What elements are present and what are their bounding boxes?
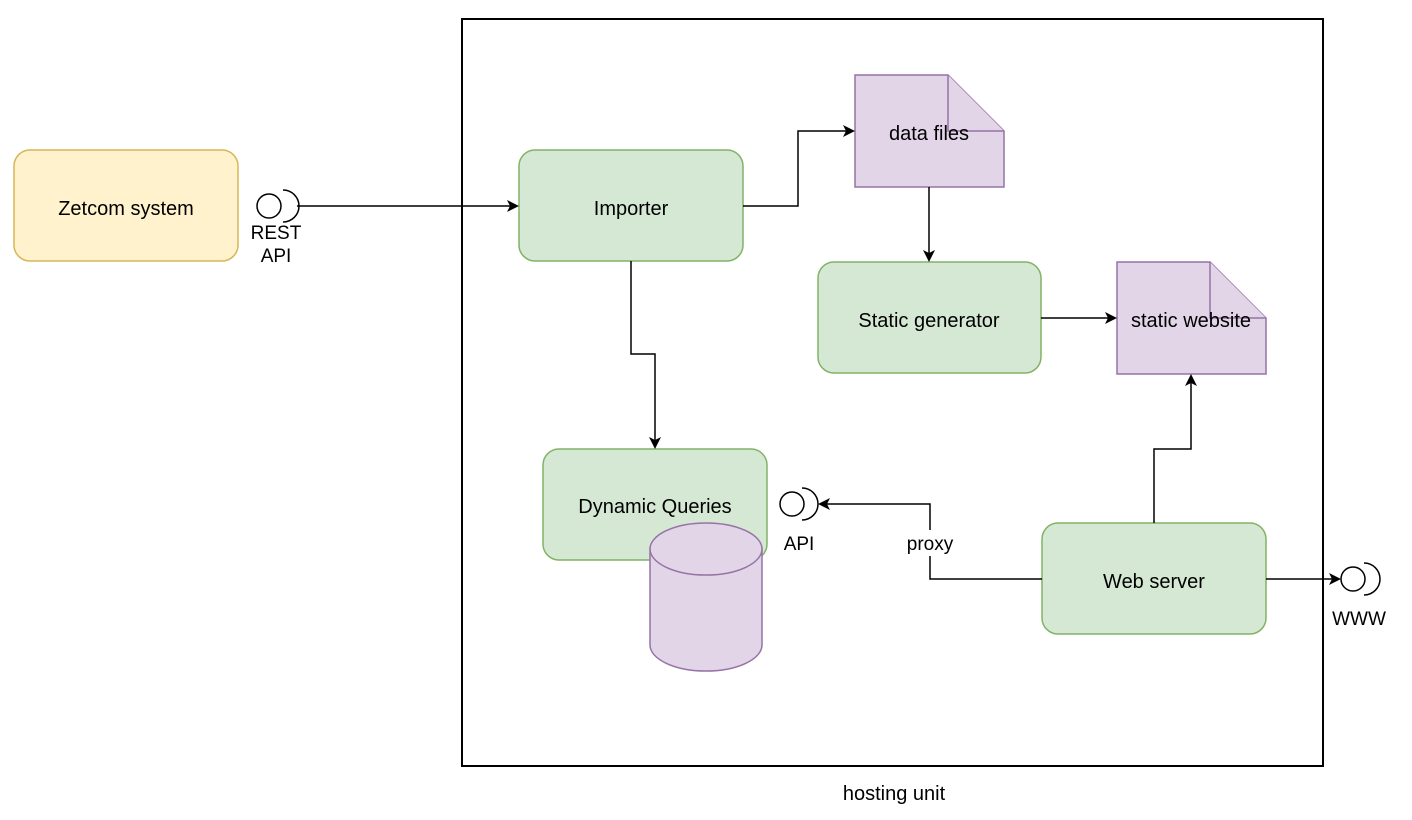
api-interface-icon (779, 491, 805, 517)
www-interface-icon (1340, 566, 1366, 592)
www-label: WWW (1332, 609, 1386, 630)
edge-web-server-to-static-website (1153, 374, 1197, 523)
rest-api-label-line2: API (261, 246, 292, 267)
rest-api-socket-icon (282, 189, 300, 223)
proxy-edge-label: proxy (907, 534, 954, 555)
zetcom-system-node (13, 149, 239, 262)
static-generator-label: Static generator (858, 310, 1000, 332)
dynamic-queries-label: Dynamic Queries (578, 496, 731, 518)
rest-api-interface-icon (256, 193, 282, 219)
api-label: API (784, 534, 815, 555)
static-website-label: static website (1131, 310, 1251, 332)
edge-importer-to-data-files (743, 125, 855, 207)
proxy-label-background (900, 530, 960, 556)
hosting-unit-label: hosting unit (843, 783, 946, 805)
data-files-fold-icon (947, 75, 1004, 132)
www-socket-icon (1363, 562, 1381, 596)
rest-api-label-line1: REST (251, 223, 302, 244)
zetcom-system-label: Zetcom system (58, 198, 194, 220)
static-website-fold-icon (1209, 262, 1266, 319)
importer-label: Importer (594, 198, 669, 220)
data-files-label: data files (889, 123, 969, 145)
database-cylinder-icon (649, 522, 763, 672)
web-server-label: Web server (1103, 571, 1205, 593)
edge-importer-to-dynamic-queries (630, 261, 661, 449)
